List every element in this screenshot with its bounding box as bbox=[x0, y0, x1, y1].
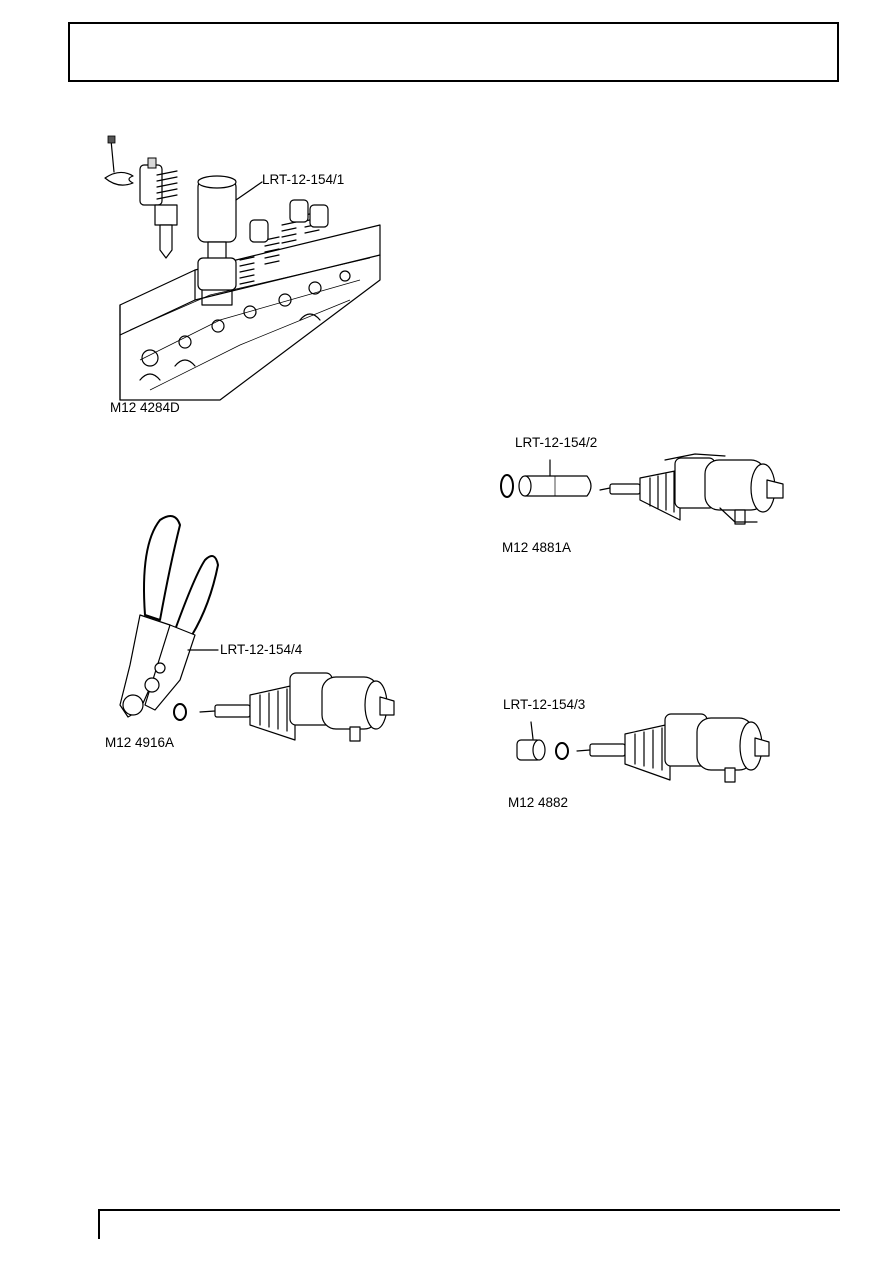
figure-pliers-tool-4: LRT-12-154/4 M12 4916A bbox=[100, 505, 400, 755]
figure-cylinder-head: LRT-12-154/1 M12 4284D bbox=[100, 130, 400, 430]
figure-reference-id: M12 4881A bbox=[502, 540, 572, 555]
figure-reference-id: M12 4916A bbox=[105, 735, 175, 750]
injector-illustration-3 bbox=[516, 713, 770, 783]
figure-callout: LRT-12-154/4 bbox=[220, 642, 303, 657]
cylinder-head-illustration bbox=[104, 135, 381, 401]
figure-callout: LRT-12-154/1 bbox=[262, 172, 345, 187]
page-footer-rule bbox=[98, 1209, 840, 1239]
figure-reference-id: M12 4882 bbox=[508, 795, 569, 810]
figure-injector-tool-3: LRT-12-154/3 M12 4882 bbox=[495, 690, 785, 815]
injector-illustration-2 bbox=[500, 453, 784, 525]
pliers-illustration bbox=[119, 515, 395, 742]
figure-callout: LRT-12-154/2 bbox=[515, 435, 598, 450]
figure-callout: LRT-12-154/3 bbox=[503, 697, 586, 712]
figure-injector-tool-2: LRT-12-154/2 M12 4881A bbox=[495, 430, 795, 560]
figure-reference-id: M12 4284D bbox=[110, 400, 180, 415]
page-header-box bbox=[68, 22, 839, 82]
